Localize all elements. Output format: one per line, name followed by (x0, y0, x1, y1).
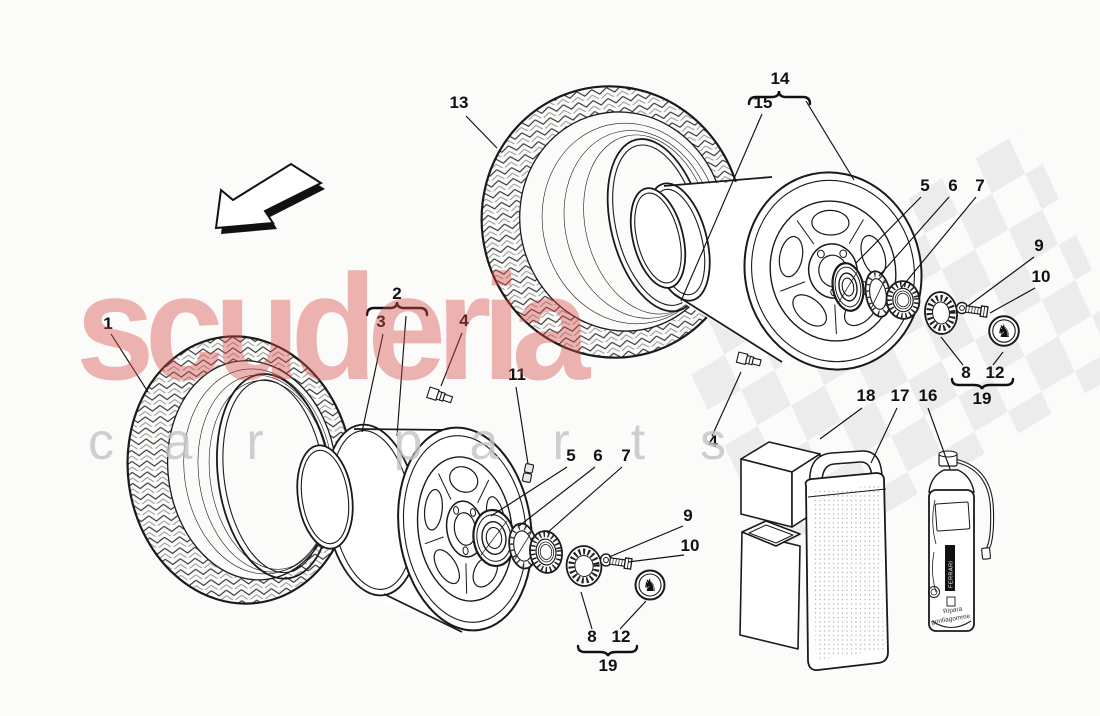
accessory-spray-can: FERRARI Ripara gonfiagomme (928, 450, 995, 632)
accessory-box (740, 441, 821, 528)
callout-rear-hub-cap: 12 (986, 363, 1005, 382)
callout-rear-ring: 15 (754, 93, 773, 112)
callout-rear-screw: 10 (1032, 267, 1051, 286)
callout-rear-kit-group: 19 (973, 389, 992, 408)
callout-rear-spacer: 6 (948, 176, 957, 195)
callout-rear-safety-washer: 8 (961, 363, 970, 382)
callout-front-tyre: 1 (103, 314, 112, 333)
accessory-tray (739, 520, 801, 650)
callout-front-valve: 4 (459, 311, 469, 330)
rear-valve (735, 351, 763, 369)
callout-front-safety-washer: 8 (587, 627, 596, 646)
callout-front-screw: 10 (681, 536, 700, 555)
callout-accessory-box: 18 (857, 386, 876, 405)
rear-rim-ring (629, 187, 687, 289)
callout-front-spacer: 6 (593, 446, 602, 465)
can-label-line1: Ripara (943, 606, 963, 616)
callout-front-ring: 3 (376, 312, 385, 331)
callout-front-nut: 9 (683, 506, 692, 525)
callout-front-hub-cap: 12 (612, 627, 631, 646)
front-hub-cap (634, 569, 666, 601)
front-rim (296, 417, 546, 641)
callout-front-balance-weight: 11 (508, 365, 526, 384)
callout-rear-bearing: 5 (920, 176, 929, 195)
callout-rear-valve: 4 (708, 432, 718, 451)
callout-rear-ring-nut: 7 (975, 176, 984, 195)
leader-lines (110, 100, 1036, 630)
front-balance-weight (521, 463, 535, 483)
callout-rear-nut: 9 (1034, 236, 1043, 255)
front-safety-washer (565, 544, 604, 587)
can-brand-bar (945, 545, 955, 591)
rear-hub-cap (988, 315, 1020, 347)
front-rim-ring (296, 444, 354, 550)
callout-rear-wheel-assembly: 14 (771, 69, 790, 88)
rear-rim (629, 154, 941, 388)
callout-rear-tyre: 13 (450, 93, 469, 112)
callout-front-wheel-assembly: 2 (392, 284, 401, 303)
accessory-bag (804, 450, 889, 671)
callout-accessory-spray-can: 16 (919, 386, 938, 405)
group-brackets (365, 90, 1015, 657)
rear-safety-washer (923, 290, 959, 335)
front-valve (426, 386, 454, 406)
callout-accessory-bag: 17 (891, 386, 910, 405)
callout-front-kit-group: 19 (599, 656, 618, 675)
can-brand-label: FERRARI (949, 561, 955, 588)
callout-front-ring-nut: 7 (621, 446, 630, 465)
callout-front-bearing: 5 (566, 446, 575, 465)
direction-arrow-icon (214, 162, 325, 234)
